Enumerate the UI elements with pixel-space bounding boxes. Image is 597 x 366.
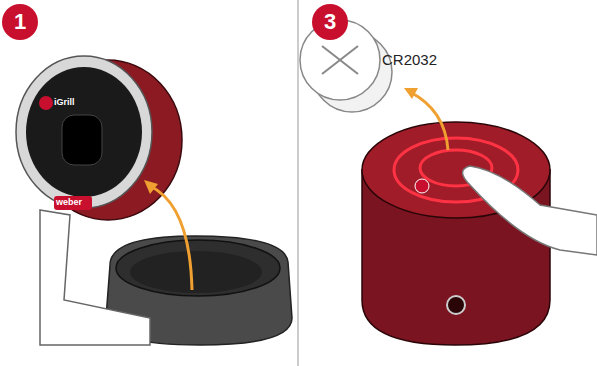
panel-divider (297, 0, 299, 366)
stand-arm (40, 210, 150, 345)
callout-number: 3 (324, 9, 336, 35)
probe-port (447, 296, 465, 314)
battery-mark (322, 46, 358, 74)
battery-mark (322, 46, 358, 74)
part-label: CR2032 (382, 51, 437, 68)
callout-number: 1 (14, 9, 26, 35)
logo-mark (39, 96, 53, 110)
brand-tag-text: weber (56, 197, 82, 207)
device-face (26, 67, 142, 197)
step-number: 1 (2, 4, 38, 40)
insert-arrow (150, 186, 192, 290)
device-display (62, 115, 102, 165)
device-rim (16, 56, 152, 208)
finger (463, 166, 597, 255)
dock-top (116, 240, 280, 296)
remove-arrow (410, 92, 448, 150)
dock-socket (130, 251, 262, 293)
brand-logo: iGrill (54, 97, 75, 107)
brand-tag (54, 196, 92, 210)
step-number: 3 (312, 4, 348, 40)
polarity-mark (415, 179, 429, 193)
arrow-head (144, 180, 158, 194)
arrow-head (404, 88, 418, 99)
